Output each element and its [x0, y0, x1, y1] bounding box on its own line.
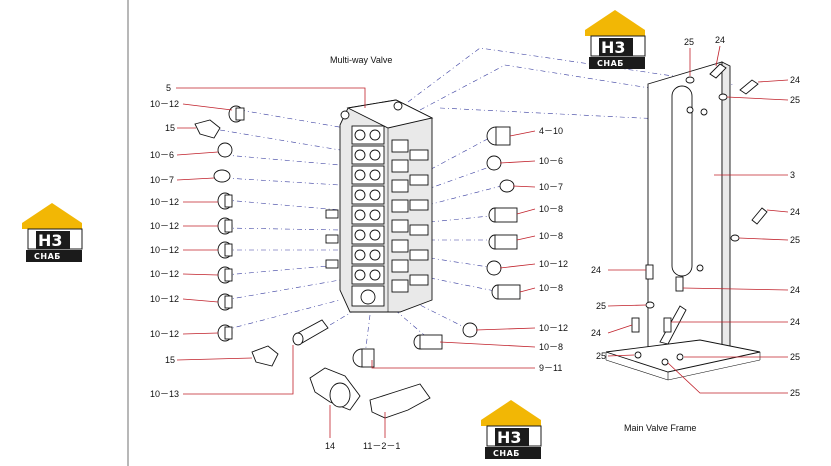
label-25: 25 — [596, 301, 606, 311]
label-11-2-1: 11－2－1 — [363, 441, 400, 451]
label-25: 25 — [790, 352, 800, 362]
svg-text:СНАБ: СНАБ — [34, 252, 61, 261]
label-10-7: 10－7 — [539, 182, 563, 192]
multiway-valve-body — [325, 99, 434, 313]
svg-text:СНАБ: СНАБ — [597, 59, 624, 68]
label-10-12: 10－12 — [150, 269, 179, 279]
watermark-logo-bottom: H3 СНАБ — [481, 400, 542, 459]
label-10-12: 10－12 — [150, 329, 179, 339]
label-10-12: 10－12 — [150, 221, 179, 231]
label-25: 25 — [684, 37, 694, 47]
label-3: 3 — [790, 170, 795, 180]
label-10-8: 10－8 — [539, 231, 563, 241]
label-10-7: 10－7 — [150, 175, 174, 185]
label-24: 24 — [591, 328, 601, 338]
label-24: 24 — [790, 317, 800, 327]
label-25: 25 — [790, 95, 800, 105]
label-10-12: 10－12 — [539, 259, 568, 269]
label-24: 24 — [790, 75, 800, 85]
watermark-logo-left: H3 СНАБ — [22, 203, 83, 262]
label-15: 15 — [165, 123, 175, 133]
label-10-8: 10－8 — [539, 342, 563, 352]
left-fittings — [194, 105, 329, 367]
svg-text:СНАБ: СНАБ — [493, 449, 520, 458]
svg-text:H3: H3 — [497, 428, 522, 447]
svg-text:H3: H3 — [38, 231, 63, 250]
label-14: 14 — [325, 441, 335, 451]
leader-lines — [176, 45, 789, 438]
label-25: 25 — [596, 351, 606, 361]
watermark-logo-top: H3 СНАБ — [585, 10, 646, 69]
label-24: 24 — [790, 207, 800, 217]
label-10-12: 10－12 — [150, 294, 179, 304]
label-10-12: 10－12 — [150, 245, 179, 255]
label-24: 24 — [790, 285, 800, 295]
label-25: 25 — [790, 235, 800, 245]
label-10-8: 10－8 — [539, 283, 563, 293]
part-labels: 5 10－12 15 10－6 10－7 10－12 10－12 10－12 1… — [150, 35, 800, 451]
title-main-valve-frame: Main Valve Frame — [624, 423, 696, 433]
svg-text:H3: H3 — [601, 38, 626, 57]
right-fittings — [309, 126, 521, 419]
frame-bolts — [631, 63, 768, 333]
label-10-6: 10－6 — [150, 150, 174, 160]
label-10-12: 10－12 — [539, 323, 568, 333]
label-10-6: 10－6 — [539, 156, 563, 166]
label-24: 24 — [591, 265, 601, 275]
label-10-8: 10－8 — [539, 204, 563, 214]
label-10-13: 10－13 — [150, 389, 179, 399]
label-24: 24 — [715, 35, 725, 45]
label-9-11: 9－11 — [539, 363, 562, 373]
title-multiway-valve: Multi-way Valve — [330, 55, 392, 65]
label-5: 5 — [166, 83, 171, 93]
label-4-10: 4－10 — [539, 126, 563, 136]
label-10-12: 10－12 — [150, 197, 179, 207]
main-valve-frame — [605, 61, 761, 381]
label-10-12: 10－12 — [150, 99, 179, 109]
label-15: 15 — [165, 355, 175, 365]
label-25: 25 — [790, 388, 800, 398]
